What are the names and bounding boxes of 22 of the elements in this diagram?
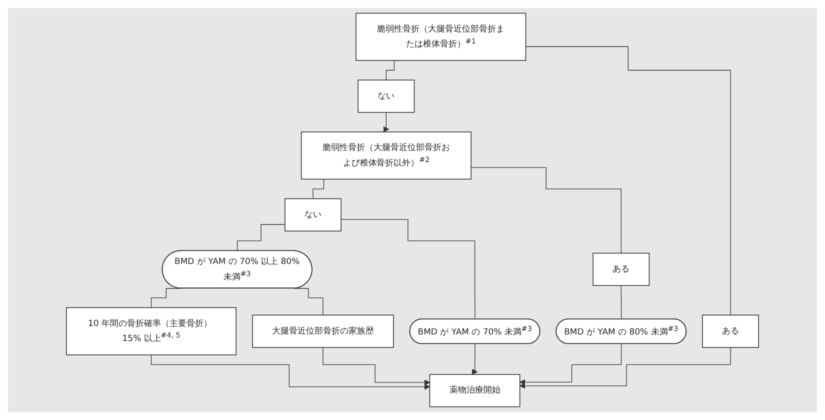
node-box	[702, 314, 760, 348]
node-box	[284, 198, 342, 232]
connector	[236, 224, 286, 252]
node-box	[592, 252, 650, 286]
node-box	[66, 307, 237, 356]
node-box	[356, 12, 526, 61]
connector	[340, 219, 476, 320]
node-box	[252, 314, 394, 348]
arrow	[322, 347, 430, 386]
connector	[525, 46, 731, 316]
node-box	[429, 374, 520, 408]
arrow	[150, 354, 430, 390]
connector	[620, 285, 622, 320]
connector	[293, 288, 324, 316]
arrow	[520, 347, 731, 389]
node-box	[358, 80, 415, 113]
node-box	[300, 132, 472, 180]
panel-background: 脆弱性骨折（大腿骨近位部骨折または椎体骨折）$^{#1}$ ない ある 脆弱性骨折（大腿骨近位部骨折および椎体骨折以外）$^{#2}$ ない ある BMD が YAM の 70% 以上 80%未満$^{#3}$ BMD が YAM の 70% 未満$^{#3}$ BMD が YAM の 80% 未満$^{#3}$ 10 年間の骨折確率（主要骨折） 15% 以上$^{#4, 5}$ 大腿骨近位部骨折の家族歴 薬物治療開始	[8, 8, 817, 412]
connector	[470, 167, 622, 254]
arrow	[520, 344, 622, 386]
arrow	[383, 112, 390, 132]
arrow	[472, 344, 478, 375]
